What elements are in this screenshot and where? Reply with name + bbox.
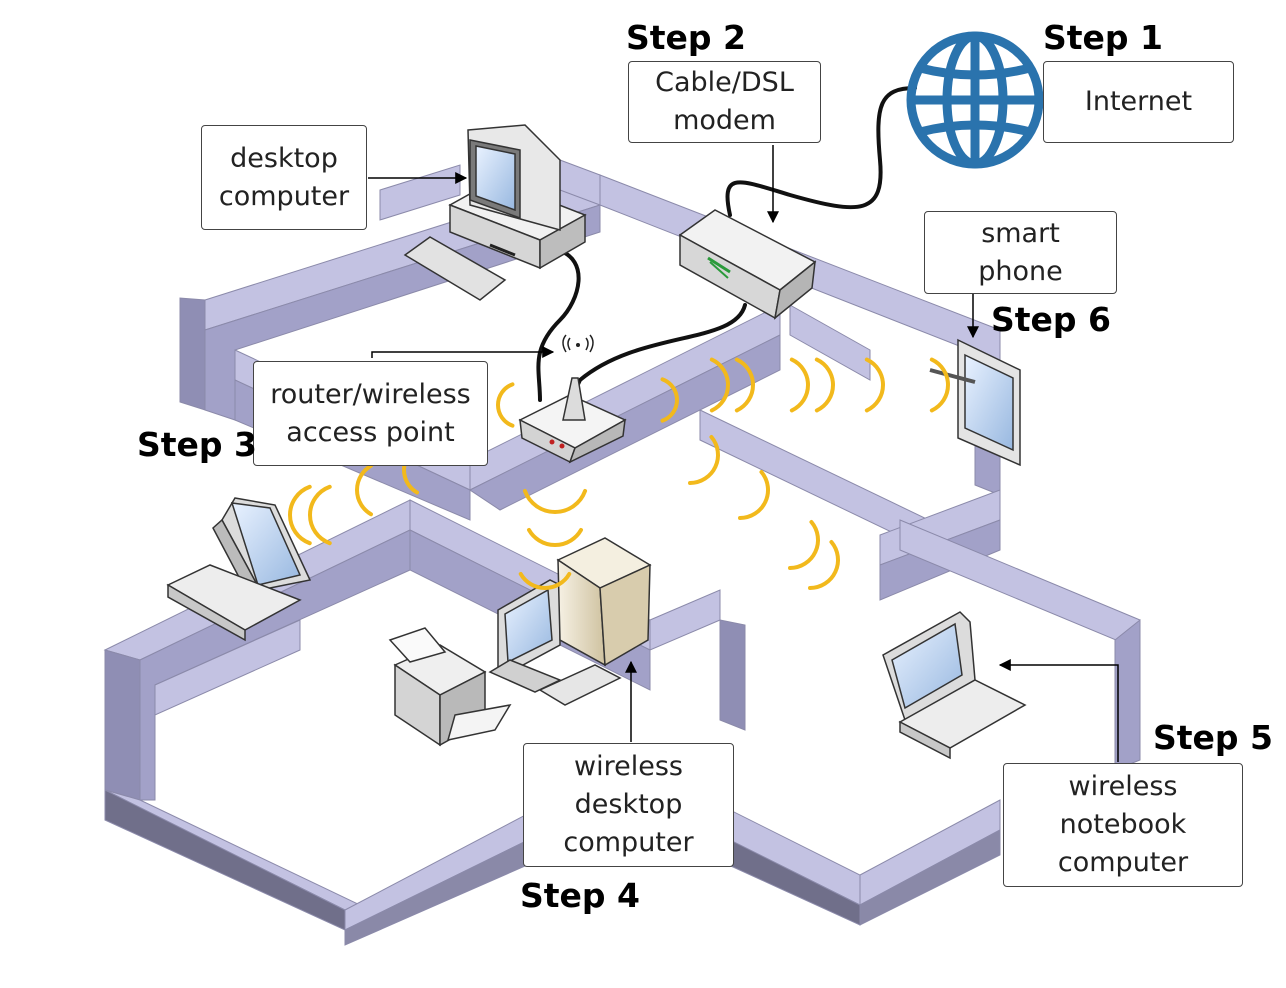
wave-arc [527,528,583,547]
wireless-desktop-label: wireless desktop computer [523,743,734,867]
laptop-left-icon [166,497,312,642]
step-1-label: Step 1 [1043,18,1163,57]
step-6-label: Step 6 [991,300,1111,339]
router-label: router/wireless access point [253,361,488,466]
desktop-computer-label: desktop computer [201,125,367,230]
printer-icon [388,627,512,747]
wave-arc [688,435,720,485]
desktop-computer-icon [403,124,587,301]
wave-arc [929,357,950,413]
step-2-label: Step 2 [626,18,746,57]
wireless-signal-waves [288,357,950,590]
laptop-right-icon [882,611,1027,760]
wave-arc [738,470,770,520]
wave-arc [734,357,755,413]
wave-arc [660,377,679,423]
step-3-label: Step 3 [137,425,257,464]
wave-arc [288,484,312,546]
smartphone-label: smart phone [924,211,1117,294]
wave-arc [308,484,332,546]
internet-label: Internet [1043,61,1234,143]
wave-arc [355,463,373,517]
router-icon [518,334,627,464]
smartphone-icon [929,338,1021,467]
wave-arc [496,382,515,428]
wave-arc [808,540,840,590]
modem-label: Cable/DSL modem [628,61,821,143]
wave-arc [709,357,730,413]
wave-arc [864,357,885,413]
wave-arc [789,357,810,413]
callout-leader-lines [368,145,1119,762]
wave-arc [522,488,588,514]
wave-arc [518,572,572,590]
wave-arc [814,357,835,413]
modem-icon [678,209,817,320]
step-5-label: Step 5 [1153,718,1273,757]
wave-arc [788,520,820,570]
step-4-label: Step 4 [520,876,640,915]
wireless-notebook-label: wireless notebook computer [1003,763,1243,887]
internet-globe-icon [906,31,1044,169]
wireless-desktop-icon [488,537,652,706]
